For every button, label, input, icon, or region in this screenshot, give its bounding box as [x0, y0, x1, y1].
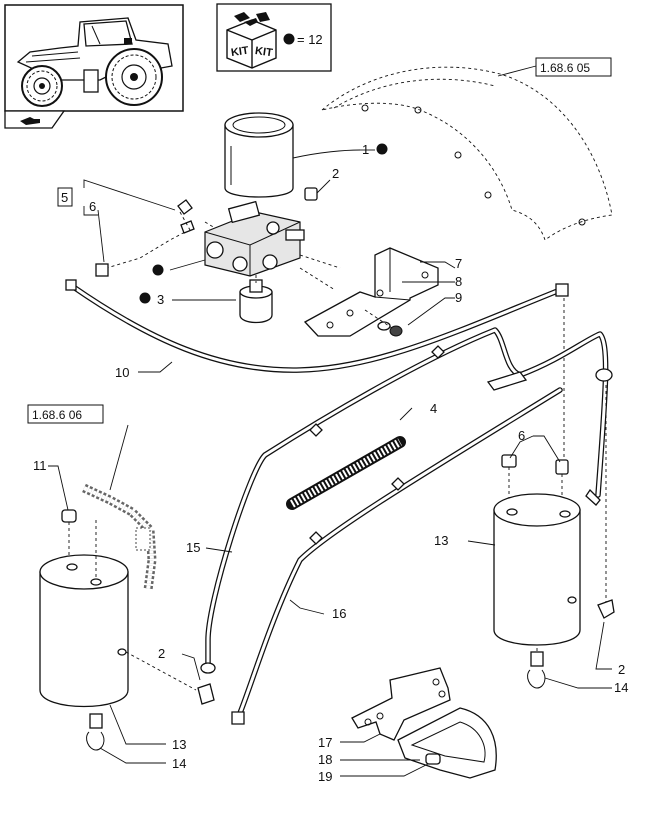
kit-dot-icon [152, 264, 164, 276]
label-5: 5 [61, 190, 68, 205]
label-2: 2 [618, 662, 625, 677]
tank-mounting-bracket [351, 667, 451, 741]
reference-box-top-right[interactable]: 1.68.6 05 [535, 57, 612, 77]
protective-spring-sleeve [286, 436, 406, 510]
kit-dot-icon [283, 33, 295, 45]
pipe-15 [200, 327, 613, 674]
label-18: 18 [318, 752, 332, 767]
label-8: 8 [455, 274, 462, 289]
label-4: 4 [430, 401, 437, 416]
label-7: 7 [455, 256, 462, 271]
kit-label-right: KIT [254, 45, 273, 59]
fender-outline [321, 65, 613, 241]
label-6: 6 [89, 199, 96, 214]
label-15: 15 [186, 540, 200, 555]
label-3: 3 [157, 292, 164, 307]
reference-text-left: 1.68.6 06 [32, 408, 82, 422]
label-13: 13 [434, 533, 448, 548]
label-2: 2 [332, 166, 339, 181]
label-13: 13 [172, 737, 186, 752]
callout-box-5: 5 [57, 187, 73, 207]
label-2: 2 [158, 646, 165, 661]
washer-and-nut [364, 309, 403, 337]
navigation-tab[interactable] [4, 110, 66, 129]
kit-box-icon: KIT KIT [226, 12, 277, 69]
electrical-connector [82, 424, 157, 591]
hand-pointer-icon [20, 117, 40, 125]
label-10: 10 [115, 365, 129, 380]
pipe-16 [231, 387, 563, 725]
kit-legend-text: = 12 [297, 32, 323, 47]
label-16: 16 [332, 606, 346, 621]
right-air-tank [493, 493, 615, 689]
label-6: 6 [518, 428, 525, 443]
label-17: 17 [318, 735, 332, 750]
tank-strap [397, 707, 497, 779]
air-dryer-cartridge [224, 112, 361, 198]
drain-valve [239, 275, 273, 324]
kit-legend-box: KIT KIT = 12 [216, 3, 332, 72]
kit-dot-icon [376, 143, 388, 155]
label-9: 9 [455, 290, 462, 305]
valve-assembly [177, 179, 331, 277]
right-fittings [501, 454, 601, 506]
left-air-tank [39, 509, 215, 751]
label-14: 14 [172, 756, 186, 771]
label-19: 19 [318, 769, 332, 784]
kit-dot-icon [139, 292, 151, 304]
kit-label-left: KIT [230, 45, 249, 59]
pipe-10 [65, 231, 569, 460]
leader-lines [48, 149, 612, 777]
reference-text-top-right: 1.68.6 05 [540, 61, 590, 75]
label-1: 1 [362, 142, 369, 157]
tractor-thumbnail [4, 4, 184, 112]
mounting-bracket [299, 247, 439, 337]
reference-box-left[interactable]: 1.68.6 06 [27, 404, 104, 424]
label-11: 11 [33, 458, 47, 473]
label-14: 14 [614, 680, 628, 695]
